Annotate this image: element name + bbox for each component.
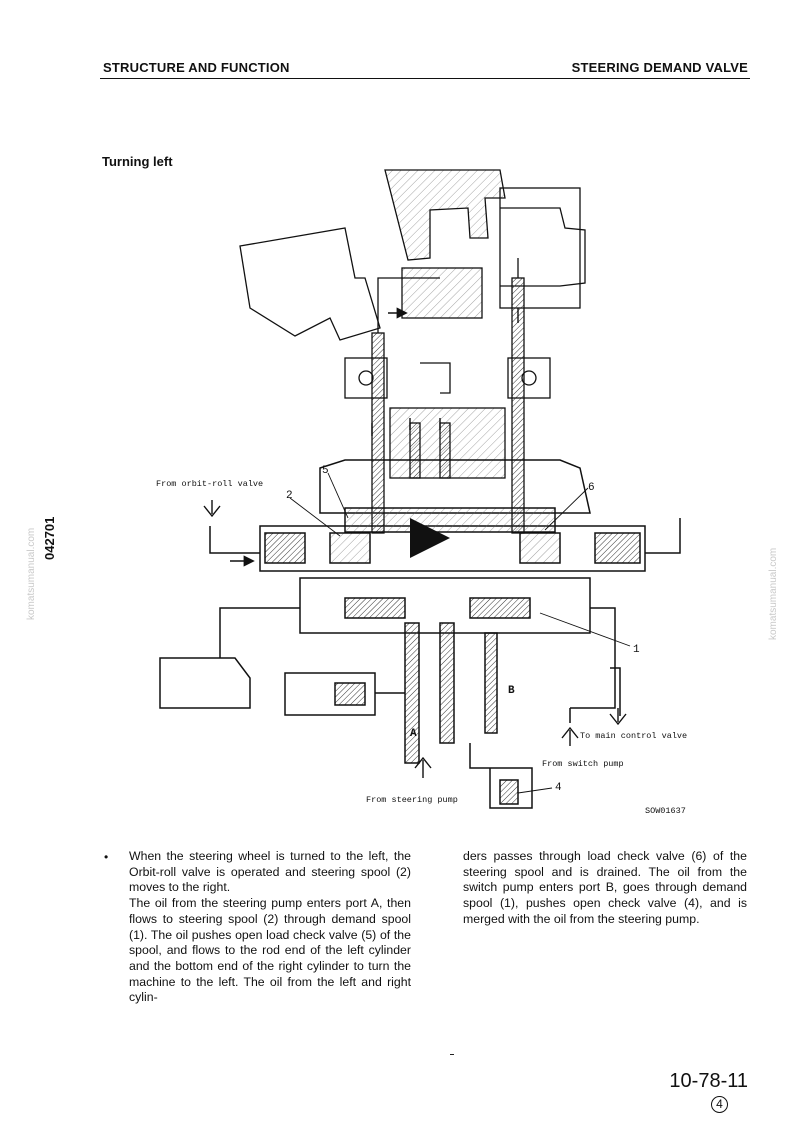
- body-text-right-column: ders passes through load check valve (6)…: [463, 849, 747, 928]
- hydraulic-lines: [344, 258, 551, 534]
- label-from-switch-pump: From switch pump: [542, 759, 624, 769]
- header-section-title: STRUCTURE AND FUNCTION: [103, 60, 290, 75]
- body-text-left-column: When the steering wheel is turned to the…: [129, 849, 411, 1006]
- bullet-marker: •: [104, 850, 109, 864]
- side-document-code: 042701: [42, 516, 57, 560]
- steering-demand-valve-body: [159, 459, 681, 809]
- label-from-orbit-roll-valve: From orbit-roll valve: [156, 479, 263, 489]
- paragraph: The oil from the steering pump enters po…: [129, 896, 411, 1005]
- watermark-left: komatsumanual.com: [26, 527, 37, 620]
- section-title: Turning left: [102, 154, 173, 169]
- port-a-label: A: [410, 728, 417, 740]
- label-from-steering-pump: From steering pump: [366, 795, 458, 805]
- port-b-label: B: [508, 685, 515, 697]
- page-number: 10-78-11: [669, 1070, 748, 1092]
- paragraph: When the steering wheel is turned to the…: [129, 849, 411, 895]
- steering-cylinders: [239, 169, 586, 341]
- callout-5: 5: [322, 465, 329, 477]
- paragraph: ders passes through load check valve (6)…: [463, 849, 747, 926]
- callout-6: 6: [588, 482, 595, 494]
- label-to-main-control-valve: To main control valve: [580, 731, 687, 741]
- callout-1: 1: [633, 644, 640, 656]
- dash-mark: [450, 1054, 454, 1055]
- header-topic-title: STEERING DEMAND VALVE: [571, 60, 748, 75]
- header-rule: [100, 78, 750, 79]
- flow-arrows: [203, 307, 627, 778]
- revision-number: 4: [711, 1096, 728, 1113]
- callout-leaders: [289, 472, 631, 794]
- callout-4: 4: [555, 782, 562, 794]
- drawing-code: SOW01637: [645, 806, 686, 816]
- watermark-right: komatsumanual.com: [768, 547, 779, 640]
- hydraulic-circuit-diagram: From orbit-roll valve To main control va…: [156, 169, 687, 816]
- callout-2: 2: [286, 490, 293, 502]
